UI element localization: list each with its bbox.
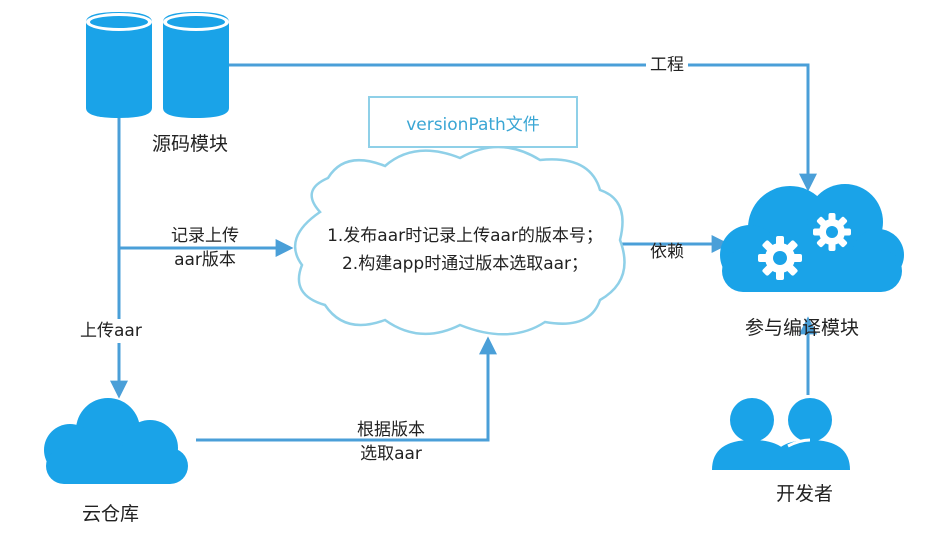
- cloud-icon: [44, 398, 188, 484]
- edge-project-label: 工程: [646, 53, 688, 77]
- connectors: [110, 63, 817, 442]
- edge-record-label-line2: aar版本: [174, 250, 236, 270]
- gears-cloud-icon: [720, 184, 904, 292]
- edge-select-label-line2: 选取aar: [360, 444, 422, 464]
- developer-label: 开发者: [776, 483, 834, 505]
- edge-upload-label: 上传aar: [76, 319, 146, 343]
- edge-project: [229, 63, 817, 192]
- version-path-file-box: versionPath文件: [368, 96, 578, 148]
- edge-depend-label: 依赖: [650, 242, 684, 262]
- compile-module-label: 参与编译模块: [745, 317, 860, 339]
- source-module-label: 源码模块: [152, 133, 229, 155]
- edge-select: [196, 336, 497, 442]
- users-icon: [712, 398, 850, 470]
- version-path-file-label: versionPath文件: [406, 114, 540, 135]
- center-cloud-shape: [293, 145, 626, 336]
- edge-record-label: 记录上传 aar版本: [160, 224, 250, 272]
- edge-record-label-line1: 记录上传: [171, 226, 239, 246]
- cloud-repo-label: 云仓库: [82, 503, 140, 525]
- database-icon: [163, 12, 229, 118]
- database-icon: [86, 12, 152, 118]
- center-cloud-line1: 1.发布aar时记录上传aar的版本号；: [327, 226, 603, 246]
- edge-select-label-line1: 根据版本: [357, 420, 425, 440]
- center-cloud-text: 1.发布aar时记录上传aar的版本号； 2.构建app时通过版本选取aar；: [300, 222, 630, 278]
- center-cloud-line2: 2.构建app时通过版本选取aar；: [341, 254, 589, 274]
- edge-select-label: 根据版本 选取aar: [336, 418, 446, 466]
